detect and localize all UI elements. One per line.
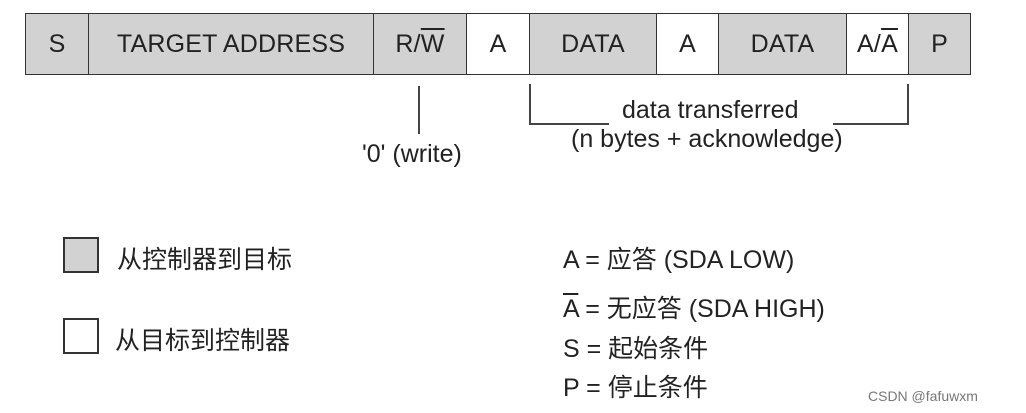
frame-data-1-label: DATA bbox=[561, 29, 625, 58]
frame-target-address-label: TARGET ADDRESS bbox=[116, 29, 346, 58]
definition-ack: A = 应答 (SDA LOW) bbox=[563, 246, 795, 274]
frame-data-2-label: DATA bbox=[750, 29, 815, 58]
frame-ack-nack: A/A bbox=[846, 13, 909, 75]
bracket-right-arm bbox=[833, 123, 909, 125]
frame-data-2: DATA bbox=[718, 13, 847, 75]
data-transferred-label: data transferred bbox=[622, 96, 799, 124]
frame-ack-nack-prefix: A/ bbox=[857, 29, 882, 58]
definition-nack-text: = 无应答 (SDA HIGH) bbox=[578, 295, 825, 323]
write-pointer-line bbox=[418, 86, 420, 134]
frame-data-1: DATA bbox=[529, 13, 657, 75]
frame-ack-2: A bbox=[656, 13, 719, 75]
frame-ack-2-label: A bbox=[679, 29, 696, 58]
frame-stop: P bbox=[908, 13, 971, 75]
definition-nack: A = 无应答 (SDA HIGH) bbox=[563, 289, 825, 325]
definition-stop: P = 停止条件 bbox=[563, 374, 708, 402]
watermark: CSDN @fafuwxm bbox=[868, 388, 978, 404]
data-transferred-detail: (n bytes + acknowledge) bbox=[571, 125, 843, 153]
legend-swatch-white bbox=[63, 318, 99, 354]
frame-ack-1-label: A bbox=[489, 29, 507, 58]
frame-read-write: R/W bbox=[373, 13, 467, 75]
bracket-right-tick bbox=[907, 84, 909, 124]
legend-label-controller-to-target: 从控制器到目标 bbox=[117, 246, 293, 274]
frame-target-address: TARGET ADDRESS bbox=[88, 13, 374, 75]
frame-read-write-prefix: R/ bbox=[395, 29, 421, 58]
frame-start-label: S bbox=[48, 29, 66, 58]
bracket-left-arm bbox=[529, 123, 609, 125]
frame-ack-1: A bbox=[466, 13, 530, 75]
legend-label-target-to-controller: 从目标到控制器 bbox=[115, 327, 291, 355]
legend-swatch-gray bbox=[63, 237, 99, 273]
frame-stop-label: P bbox=[931, 29, 948, 58]
write-note: '0' (write) bbox=[362, 140, 462, 168]
frame-read-write-overline: W bbox=[420, 29, 445, 58]
frame-ack-nack-overline: A bbox=[881, 29, 898, 58]
definition-start: S = 起始条件 bbox=[563, 335, 709, 363]
definition-nack-symbol: A bbox=[563, 295, 579, 323]
frame-start: S bbox=[25, 13, 89, 75]
bracket-left-tick bbox=[529, 84, 531, 124]
